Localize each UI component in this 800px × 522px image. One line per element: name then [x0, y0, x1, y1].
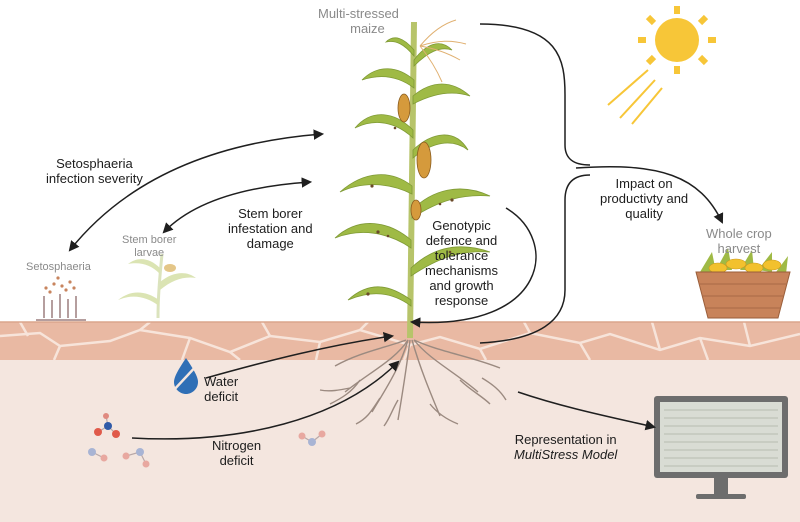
impact-label: Impact on productivty and quality [600, 176, 689, 221]
water-arrow [205, 332, 395, 379]
model-arrow [517, 391, 657, 431]
relationship-arrows [68, 23, 724, 440]
maize-plant-icon [334, 19, 491, 339]
setosphaeria-arrow [68, 129, 325, 252]
molecule-icon [88, 413, 326, 468]
stem-borer-arrow [162, 177, 313, 234]
representation-label: Representation in MultiStress Model [514, 432, 618, 462]
maize-roots [319, 339, 507, 427]
model-name: MultiStress Model [514, 447, 618, 462]
nitrogen-deficit-label: Nitrogen deficit [212, 438, 262, 468]
sun-icon [607, 6, 716, 125]
water-drop-icon [171, 358, 201, 394]
stem-borer-infestation-label: Stem borer infestation and damage [228, 206, 313, 251]
young-maize-icon [118, 253, 196, 319]
stem-borer-larvae-label: Stem borer larvae [122, 234, 177, 259]
water-deficit-label: Water deficit [204, 374, 239, 404]
harvest-arrow [575, 165, 724, 224]
maize-label: Multi-stressed maize [318, 6, 399, 36]
harvest-label: Whole crop harvest [706, 226, 772, 256]
impact-brace [479, 23, 591, 344]
genotypic-response-label: Genotypic defence and tolerance mechanis… [425, 218, 498, 308]
fungus-icon [36, 276, 86, 321]
computer-monitor-icon [654, 396, 788, 499]
nitrogen-arrow [131, 360, 400, 440]
harvest-basket-icon [695, 248, 791, 319]
genotypic-response-arrow [409, 207, 537, 328]
setosphaeria-label: Setosphaeria [26, 261, 91, 273]
setosphaeria-severity-label: Setosphaeria infection severity [46, 156, 143, 186]
